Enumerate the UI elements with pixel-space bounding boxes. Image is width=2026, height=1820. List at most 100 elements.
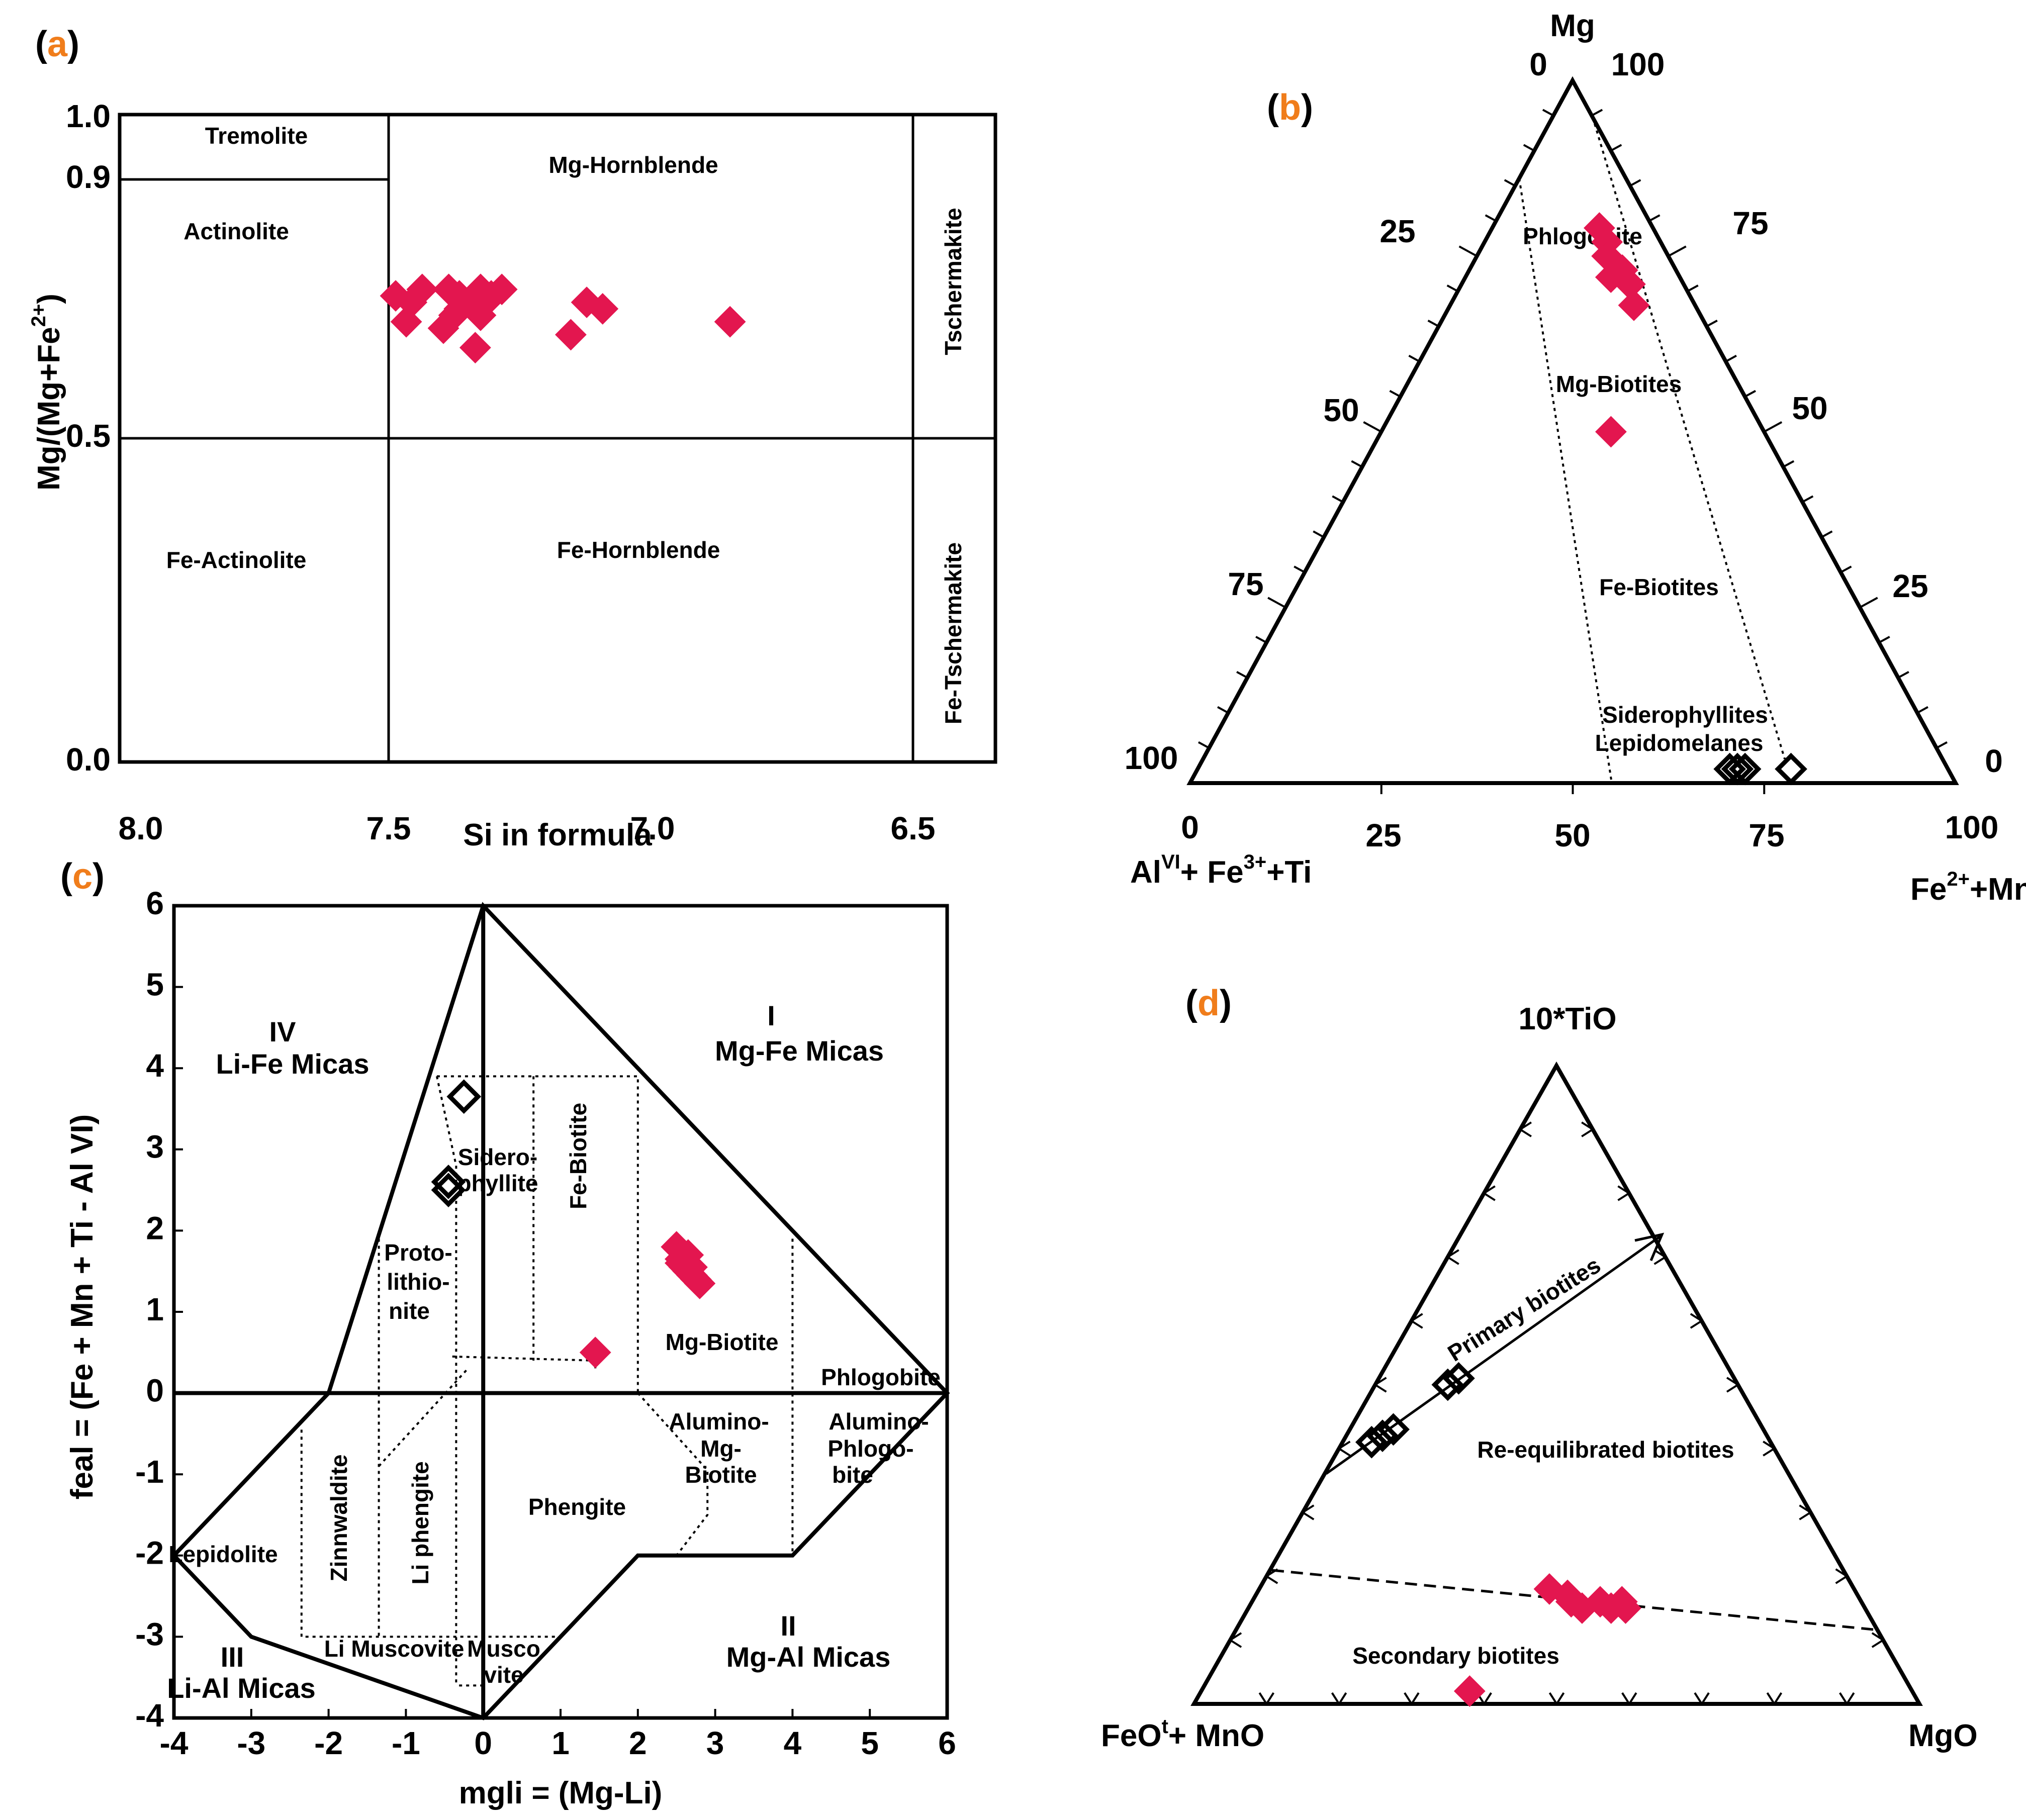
- left-edge-tick: [1351, 460, 1363, 468]
- right-edge-tick: [1878, 636, 1890, 644]
- field-lepidolite: Lepidolite: [168, 1541, 278, 1567]
- field-phlogo: Phlogo-: [827, 1435, 913, 1462]
- sample-point: [1618, 289, 1650, 321]
- y-axis-title: feal = (Fe + Mn + Ti - Al VI): [65, 1114, 100, 1500]
- left-edge-tick: [1332, 495, 1344, 503]
- sample-point: [470, 286, 502, 318]
- left-edge-tick: [1542, 109, 1554, 117]
- right-edge-tick: [1783, 460, 1795, 468]
- left-edge-tick: [1445, 1249, 1459, 1265]
- y-tick-label: -2: [135, 1535, 164, 1571]
- field-li-phengite: Li phengite: [407, 1461, 433, 1584]
- x-tick-label: 1: [551, 1725, 570, 1761]
- right-edge-tick: [1936, 741, 1948, 749]
- panel-b-boundary-left: [1518, 178, 1613, 784]
- primary-biotite-arrow-line: [1325, 1235, 1661, 1475]
- bottom-tick-label: 100: [1945, 809, 1999, 845]
- field-li-muscovite: Li Muscovite: [324, 1636, 465, 1662]
- right-edge-tick: [1821, 530, 1833, 538]
- left-edge-tick: [1446, 284, 1458, 293]
- left-tick-label: 25: [1379, 213, 1415, 249]
- group-li-fe-micas: Li-Fe Micas: [216, 1048, 370, 1080]
- x-tick-label: 0: [474, 1725, 492, 1761]
- left-edge-tick: [1427, 320, 1439, 328]
- field-fe-biotites: Fe-Biotites: [1599, 574, 1719, 600]
- field-fe-tschermakite: Fe-Tschermakite: [940, 542, 966, 724]
- x-axis-title: mgli = (Mg-Li): [459, 1776, 663, 1810]
- sample-point: [676, 1251, 708, 1283]
- x-tick-label: -3: [237, 1725, 265, 1761]
- x-tick-label: 2: [629, 1725, 647, 1761]
- sample-point: [555, 319, 587, 351]
- panel-b-ticks: [1198, 109, 1948, 794]
- left-edge-tick: [1301, 1504, 1315, 1520]
- field-tremolite: Tremolite: [205, 123, 308, 149]
- panel-d-markers: [1355, 1362, 1641, 1707]
- panel-c-label: (c): [60, 856, 105, 897]
- left-edge-tick: [1458, 245, 1478, 257]
- sample-point: [1610, 1592, 1641, 1624]
- bottom-edge-tick: [1766, 1692, 1783, 1706]
- field-proto: Proto-: [384, 1239, 452, 1266]
- apex-mg: Mg: [1550, 9, 1595, 43]
- x-tick-label: -2: [314, 1725, 343, 1761]
- panel-d-ticks: [1228, 1121, 1885, 1706]
- sub-field-boundary: [435, 1076, 457, 1686]
- bottom-edge-tick: [1331, 1692, 1347, 1706]
- group-i: I: [767, 1000, 775, 1031]
- field-siderophyllites: Siderophyllites: [1602, 702, 1768, 728]
- sample-point: [714, 306, 746, 338]
- y-tick-label: -1: [135, 1454, 164, 1490]
- y-tick-label: 0.0: [66, 741, 111, 778]
- x-tick-label: 8.0: [119, 810, 163, 846]
- field-vite: vite: [484, 1662, 523, 1688]
- field-fe-biotite: Fe-Biotite: [565, 1103, 591, 1209]
- left-edge-tick: [1408, 354, 1420, 362]
- field-phyllite: phyllite: [457, 1170, 538, 1196]
- left-edge-tick: [1217, 706, 1229, 714]
- right-edge-tick: [1610, 144, 1622, 152]
- left-edge-tick: [1198, 741, 1210, 749]
- panel-a-label: (a): [35, 24, 79, 64]
- y-tick-label: 0.5: [66, 418, 111, 454]
- hollow-sample-point: [431, 1165, 466, 1199]
- secondary-boundary: [1271, 1569, 1874, 1631]
- field-biotite: Biotite: [685, 1462, 757, 1488]
- right-edge-tick: [1648, 214, 1661, 222]
- left-edge-tick: [1236, 671, 1248, 679]
- right-edge-tick: [1897, 671, 1909, 679]
- field-actinolite: Actinolite: [183, 218, 289, 244]
- field-mg-biotite: Mg-Biotite: [666, 1329, 779, 1355]
- field-sidero: Sidero-: [458, 1144, 537, 1170]
- panel-d-label: (d): [1185, 983, 1232, 1023]
- panel-b-markers: [1583, 212, 1807, 786]
- field-secondary-biotites: Secondary biotites: [1352, 1643, 1559, 1669]
- mica-field-outline: [171, 902, 950, 1720]
- panel-d: (d) 10*TiO FeOt+ MnO MgO Primary biotite…: [1101, 983, 1978, 1753]
- hollow-sample-point: [1721, 752, 1754, 786]
- field-alumino-1: Alumino-: [669, 1408, 769, 1434]
- y-tick-label: 4: [146, 1047, 164, 1084]
- x-tick-label: -1: [392, 1725, 420, 1761]
- right-tick-label: 50: [1792, 390, 1827, 426]
- panel-b-boundary-right: [1592, 117, 1786, 759]
- right-edge-tick: [1581, 1121, 1595, 1137]
- left-edge-tick: [1373, 1377, 1387, 1393]
- y-axis-title: Mg/(Mg+Fe2+): [28, 294, 66, 491]
- left-edge-tick: [1485, 214, 1497, 222]
- right-edge-tick: [1916, 706, 1928, 714]
- right-edge-tick: [1726, 1377, 1740, 1393]
- right-tick-label: 100: [1611, 46, 1665, 82]
- right-edge-tick: [1687, 284, 1699, 293]
- field-lepidomelanes: Lepidomelanes: [1595, 730, 1764, 756]
- y-tick-label: 5: [146, 967, 164, 1003]
- panel-d-triangle: [1190, 1061, 1923, 1706]
- bottom-edge-tick: [1694, 1692, 1710, 1706]
- sample-point: [406, 273, 438, 306]
- field-fe-hornblende: Fe-Hornblende: [557, 537, 720, 563]
- y-tick-label: 6: [146, 885, 164, 921]
- y-tick-label: 2: [146, 1210, 164, 1246]
- x-tick-label: 4: [784, 1725, 802, 1761]
- y-tick-label: -3: [135, 1616, 164, 1652]
